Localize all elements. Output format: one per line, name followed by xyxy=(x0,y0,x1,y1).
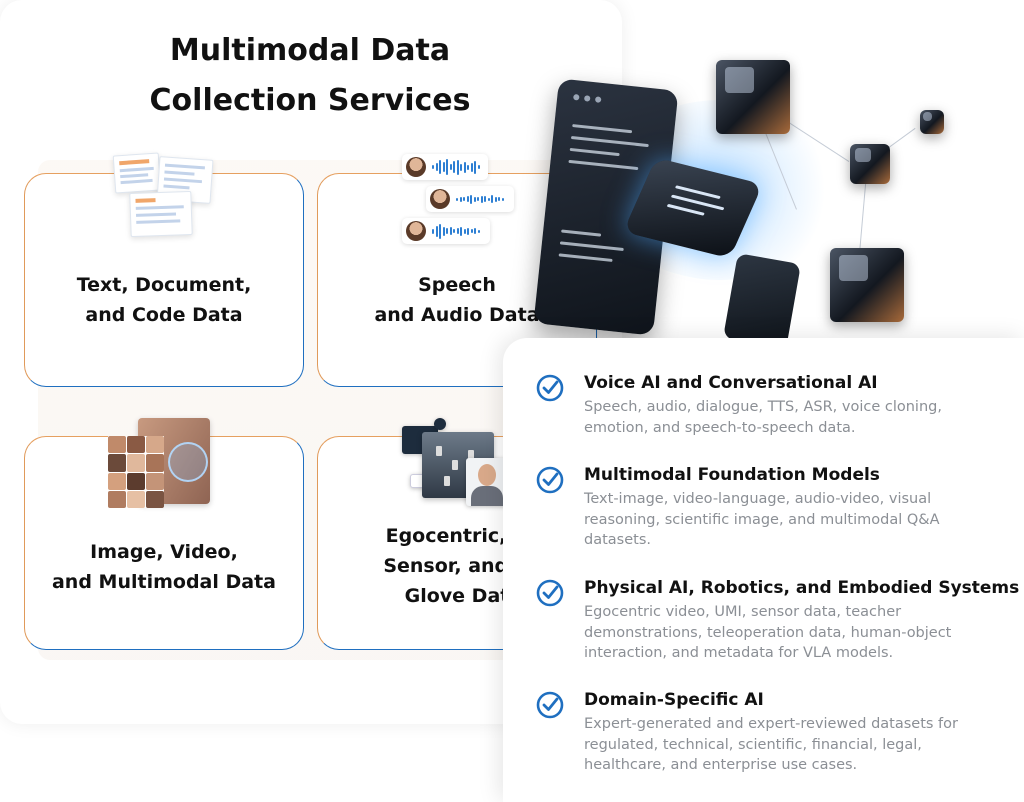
feature-description: Text-image, video-language, audio-video,… xyxy=(584,491,940,548)
feature-title: Voice AI and Conversational AI xyxy=(584,373,878,393)
ai-devices-illustration xyxy=(533,40,960,349)
title-line-1: Multimodal Data xyxy=(169,33,451,68)
feature-title: Physical AI, Robotics, and Embodied Syst… xyxy=(584,578,1020,598)
feature-description: Egocentric video, UMI, sensor data, teac… xyxy=(584,604,952,661)
card-label: Image, Video, and Multimodal Data xyxy=(51,541,276,593)
cube-icon xyxy=(830,248,904,322)
card-label: Text, Document, and Code Data xyxy=(76,274,252,326)
check-circle-icon xyxy=(536,374,564,402)
check-circle-icon xyxy=(536,691,564,719)
title-line-2: Collection Services xyxy=(149,83,471,118)
feature-title: Multimodal Foundation Models xyxy=(584,465,880,485)
person-photo xyxy=(466,458,508,506)
face-grid xyxy=(108,436,164,508)
check-circle-icon xyxy=(536,466,564,494)
speaker-avatar xyxy=(406,157,426,177)
speaker-avatar xyxy=(406,221,426,241)
feature-description: Speech, audio, dialogue, TTS, ASR, voice… xyxy=(584,399,942,436)
feature-description: Expert-generated and expert-reviewed dat… xyxy=(584,716,958,773)
card-label: Egocentric, U Sensor, and H Glove Dat xyxy=(383,525,531,607)
phone-device xyxy=(723,253,801,349)
cube-icon xyxy=(850,144,890,184)
check-circle-icon xyxy=(536,579,564,607)
egocentric-sensor-illustration xyxy=(400,418,510,510)
speaker-avatar xyxy=(430,189,450,209)
cube-icon xyxy=(716,60,790,134)
cube-icon xyxy=(920,110,944,134)
features-panel xyxy=(503,338,1024,802)
page-title: Multimodal Data Collection Services xyxy=(120,26,500,126)
documents-illustration xyxy=(110,152,220,238)
card-label: Speech and Audio Data xyxy=(374,274,540,326)
audio-waveforms-illustration xyxy=(400,152,515,244)
feature-title: Domain-Specific AI xyxy=(584,690,764,710)
faces-illustration xyxy=(108,418,210,510)
